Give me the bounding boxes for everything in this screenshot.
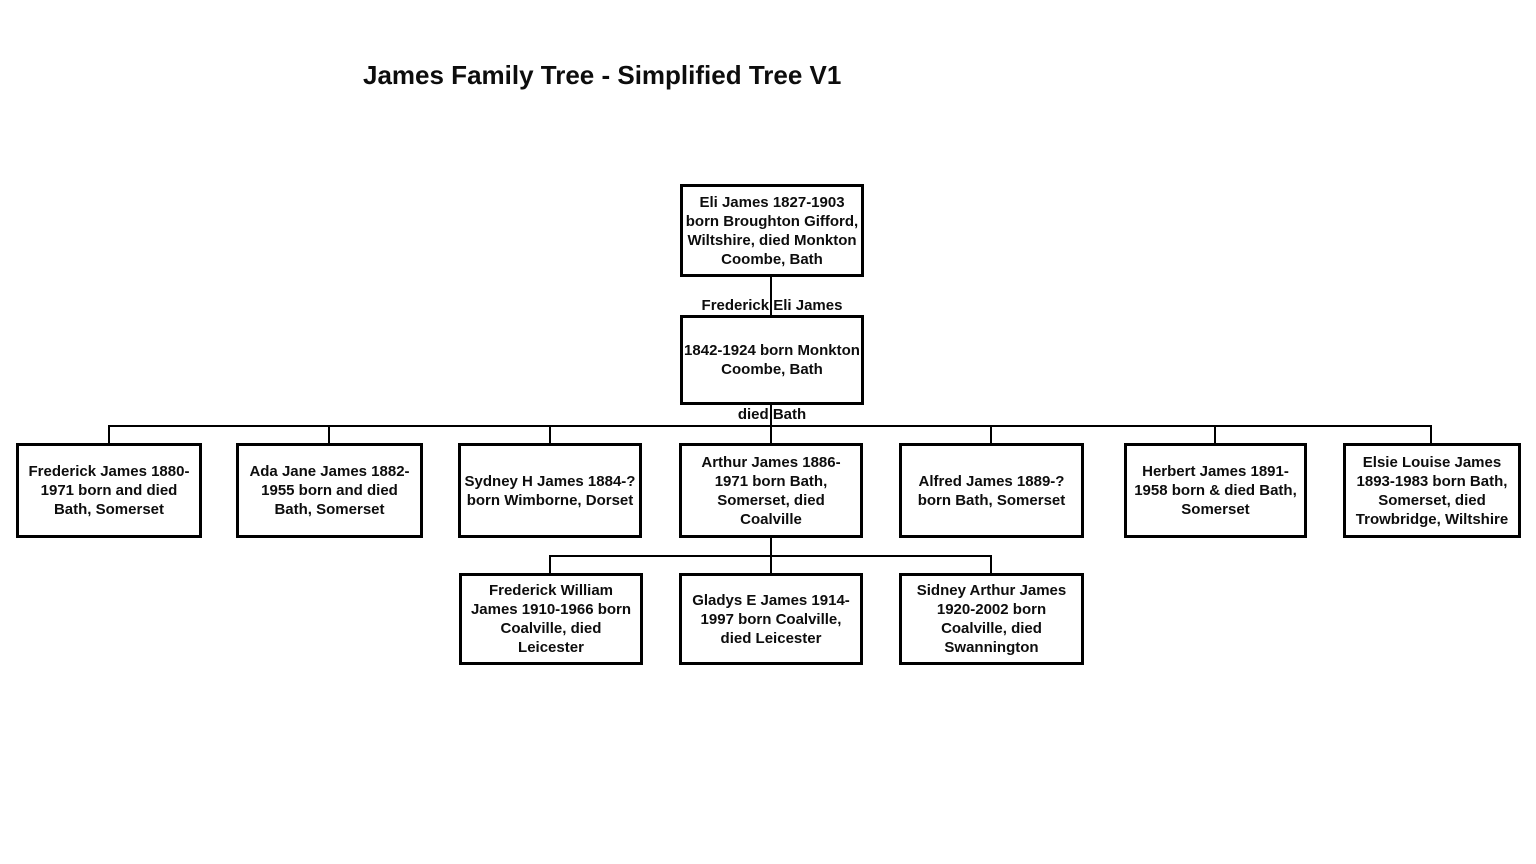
diagram-title: James Family Tree - Simplified Tree V1 [363, 60, 842, 90]
person-text: Frederick William James 1910-1966 born C… [470, 582, 632, 656]
connector-frederick-eli-to-bus [770, 405, 772, 426]
connector-drop-gladys [770, 555, 772, 573]
person-box-sidney-arthur-james: Sidney Arthur James 1920-2002 born Coalv… [899, 573, 1084, 665]
person-text: Sidney Arthur James 1920-2002 born Coalv… [916, 582, 1067, 656]
person-text: Frederick Eli James 1842-1924 born Monkt… [684, 277, 860, 443]
person-text-line: Frederick Eli James [701, 297, 843, 314]
connector-arthur-to-bus [770, 538, 772, 556]
person-text: Ada Jane James 1882- 1955 born and died … [249, 463, 410, 518]
connector-eli-to-frederick-eli [770, 277, 772, 315]
connector-drop-sidney-arthur [990, 555, 992, 573]
connector-drop-herbert [1214, 425, 1216, 443]
person-text-line: 1842-1924 born Monkton Coombe, Bath [684, 342, 860, 378]
person-text-line: died Bath [737, 406, 807, 423]
person-box-eli-james: Eli James 1827-1903 born Broughton Giffo… [680, 184, 864, 277]
person-box-alfred-james: Alfred James 1889-? born Bath, Somerset [899, 443, 1084, 538]
connector-drop-frederick-william [549, 555, 551, 573]
person-text: Sydney H James 1884-? born Wimborne, Dor… [464, 472, 636, 509]
person-box-sydney-h-james: Sydney H James 1884-? born Wimborne, Dor… [458, 443, 642, 538]
person-text: Alfred James 1889-? born Bath, Somerset [917, 472, 1066, 509]
connector-drop-arthur [770, 425, 772, 443]
person-text: Elsie Louise James 1893-1983 born Bath, … [1355, 453, 1509, 528]
person-box-frederick-eli-james: Frederick Eli James 1842-1924 born Monkt… [680, 297, 864, 423]
person-text: Arthur James 1886- 1971 born Bath, Somer… [701, 453, 841, 528]
person-text: Gladys E James 1914- 1997 born Coalville… [692, 591, 850, 647]
person-box-ada-jane-james: Ada Jane James 1882- 1955 born and died … [236, 443, 423, 538]
person-text: Herbert James 1891- 1958 born & died Bat… [1134, 463, 1297, 518]
connector-drop-frederick [108, 425, 110, 443]
person-box-herbert-james: Herbert James 1891- 1958 born & died Bat… [1124, 443, 1307, 538]
person-text: Eli James 1827-1903 born Broughton Giffo… [685, 193, 859, 268]
person-text: Frederick James 1880- 1971 born and died… [28, 463, 190, 518]
connector-drop-sydney [549, 425, 551, 443]
person-box-arthur-james: Arthur James 1886- 1971 born Bath, Somer… [679, 443, 863, 538]
person-box-elsie-louise-james: Elsie Louise James 1893-1983 born Bath, … [1343, 443, 1521, 538]
person-box-frederick-william-james: Frederick William James 1910-1966 born C… [459, 573, 643, 665]
connector-drop-alfred [990, 425, 992, 443]
person-box-gladys-e-james: Gladys E James 1914- 1997 born Coalville… [679, 573, 863, 665]
person-box-frederick-james: Frederick James 1880- 1971 born and died… [16, 443, 202, 538]
connector-drop-ada [328, 425, 330, 443]
connector-drop-elsie [1430, 425, 1432, 443]
